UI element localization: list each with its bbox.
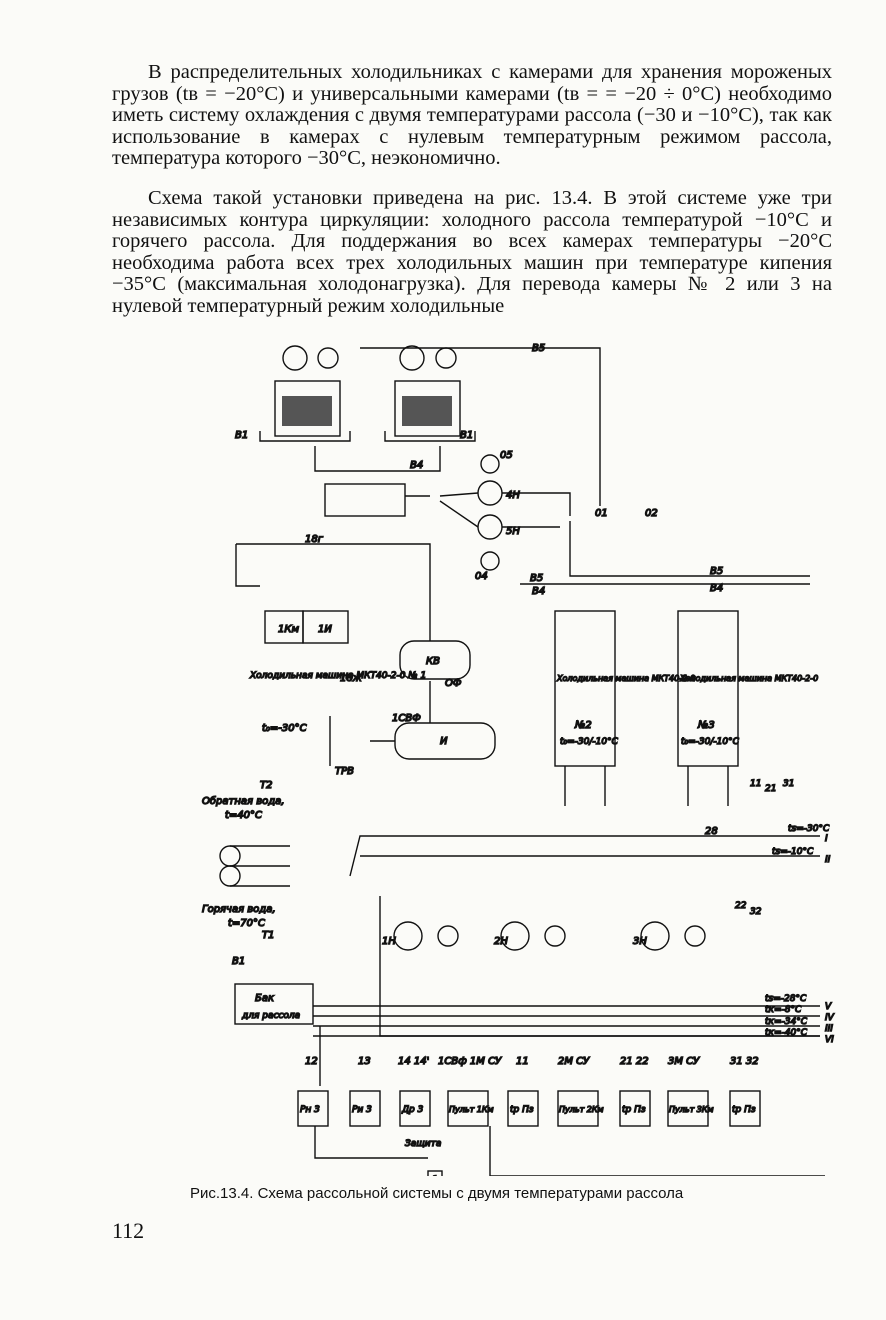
page-number: 112 [112, 1218, 145, 1243]
label-isp: И [440, 736, 448, 747]
box-rn: Рн 3 [300, 1105, 320, 1115]
ctl-21-22: 21 22 [620, 1056, 649, 1067]
ctl-1svf: 1СВф 1М СУ [438, 1056, 502, 1067]
machine-3-temp: t₀=-30/-10°C [681, 737, 740, 747]
label-svf: 1СВФ [392, 713, 421, 724]
temp-line-5: ts=-28°C [765, 994, 807, 1004]
label-s31: 31 [783, 779, 794, 789]
ctl-12: 12 [305, 1056, 318, 1067]
label-bak: Бак [255, 993, 274, 1004]
label-3h: 3Н [633, 936, 647, 947]
roman-4: IV [825, 1013, 835, 1023]
label-05: 05 [500, 450, 513, 461]
label-02: 02 [645, 508, 658, 519]
label-28: 28 [705, 826, 718, 837]
label-hot-water: Горячая вода, [202, 904, 276, 915]
label-return-water: Обратная вода, [202, 795, 284, 807]
brine-system-diagram: В1 В1 В5 В4 В5 В4 В5 В4 05 4Н 5Н 04 01 0… [201, 342, 835, 1176]
label-b1-left: В1 [232, 956, 245, 967]
label-04: 04 [475, 571, 488, 582]
label-1i: 1И [318, 624, 332, 635]
label-18zh: 18ж [340, 673, 362, 684]
temp-line-1: ts=-30°C [788, 824, 830, 834]
ctl-2m: 2М СУ [558, 1056, 590, 1067]
machine-2-number: №2 [574, 720, 592, 731]
label-return-water-temp: t=40°C [225, 810, 262, 821]
label-b1: В1 [235, 430, 248, 441]
temp-line-4: tк=-8°C [765, 1005, 802, 1015]
label-1h: 1Н [382, 936, 396, 947]
label-kv: КВ [426, 656, 440, 667]
label-t1: Т1 [262, 930, 274, 941]
ctl-14: 14 14' [398, 1056, 429, 1067]
heat-exchanger [219, 845, 290, 887]
machine-3-title: Холодильная машина МКТ40-2-0 [679, 674, 818, 683]
label-s21: 21 [765, 784, 776, 794]
box-tr-3: tр Пз [732, 1105, 756, 1115]
roman-5: V [825, 1002, 832, 1012]
paragraph-2: Схема такой установки приведена на рис. … [112, 187, 832, 317]
ctl-31-32: 31 32 [730, 1056, 759, 1067]
label-b5b: В5 [710, 566, 723, 577]
machine-2-temp: t₀=-30/-10°C [560, 737, 619, 747]
machine-3-number: №3 [697, 720, 715, 731]
label-one: 1 [432, 1175, 438, 1176]
label-s32: 32 [750, 907, 762, 917]
label-b4: В4 [410, 460, 423, 471]
label-01: 01 [595, 508, 608, 519]
label-b5: В5 [532, 343, 545, 354]
label-5h: 5Н [506, 526, 520, 537]
label-s11: 11 [750, 779, 761, 789]
label-trv: ТРВ [335, 766, 354, 777]
cooling-tower-right [384, 345, 476, 442]
roman-3: III [825, 1024, 833, 1034]
machine-1-temp: t₀=-30°C [262, 723, 307, 734]
label-b5c: В5 [530, 573, 543, 584]
ctl-11: 11 [516, 1056, 529, 1067]
label-2h: 2Н [494, 936, 508, 947]
label-of: ОФ [445, 678, 462, 689]
label-hot-water-temp: t=70°C [228, 918, 265, 929]
cooling-tower-left [259, 345, 351, 442]
label-b4b: В4 [710, 583, 723, 594]
label-1km: 1Км [278, 624, 299, 635]
box-pult-2: Пульт 2Км [559, 1105, 604, 1114]
box-tr-1: tр Пз [510, 1105, 534, 1115]
box-pult-3: Пульт 3Км [669, 1105, 714, 1114]
box-ri: Ри 3 [352, 1105, 372, 1115]
box-pult-1: Пульт 1Км [449, 1105, 494, 1114]
roman-6: VI [825, 1035, 834, 1045]
temp-line-2: ts=-10°C [772, 847, 814, 857]
paragraph-1: В распределительных холодильниках с каме… [112, 61, 832, 170]
ctl-13: 13 [358, 1056, 371, 1067]
label-bak-sub: для рассола [241, 1011, 300, 1021]
ctl-3m: 3М СУ [668, 1056, 700, 1067]
temp-line-6: tк=-40°C [765, 1028, 808, 1038]
label-protection: Защита [405, 1139, 441, 1149]
temp-line-3: tк=-34°C [765, 1017, 808, 1027]
machine-1-title: Холодильная машина МКТ40-2-0 № 1 [249, 671, 426, 681]
label-s22: 22 [735, 901, 747, 911]
figure-caption: Рис.13.4. Схема рассольной системы с дву… [190, 1185, 684, 1202]
machine-2-title: Холодильная машина МКТ40-2-0 [556, 674, 695, 683]
control-panel-row [297, 1090, 825, 1176]
roman-1: I [825, 834, 828, 844]
label-b4c: В4 [532, 586, 545, 597]
label-t2: Т2 [260, 780, 272, 791]
box-tr-2: tр Пз [622, 1105, 646, 1115]
roman-2: II [825, 855, 831, 865]
line-b5-top [360, 347, 601, 506]
label-18g: 18г [305, 534, 324, 545]
label-4h: 4Н [506, 490, 520, 501]
box-dr: Др 3 [401, 1105, 424, 1115]
label-b1-right: В1 [460, 430, 473, 441]
